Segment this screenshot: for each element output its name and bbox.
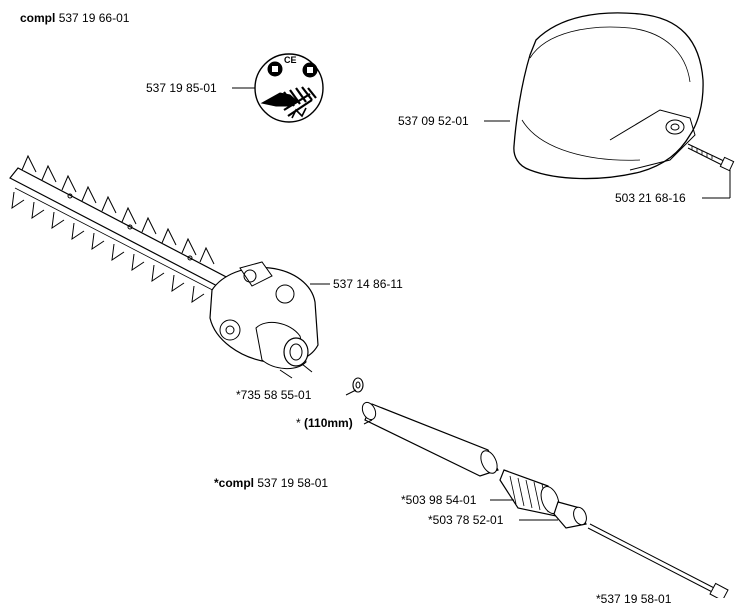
label-drive-shaft: *537 19 58-01: [596, 592, 672, 606]
label-bushing: *503 98 54-01: [401, 493, 477, 507]
washer: [352, 377, 364, 393]
book-icon: [267, 61, 283, 77]
leader-lines: [232, 87, 731, 521]
decal: [254, 53, 324, 123]
drive-shaft: [587, 523, 729, 598]
label-guard: 537 09 52-01: [398, 114, 469, 128]
screw: [687, 143, 735, 172]
shaft-tube-prefix: *: [296, 416, 301, 430]
sleeve: [553, 501, 587, 529]
label-screw: 503 21 68-16: [615, 191, 686, 205]
assembly-header: compl 537 19 66-01: [20, 11, 129, 25]
bushing: [499, 469, 560, 517]
shaft-tube: [361, 401, 499, 477]
assembly-part-number: 537 19 66-01: [58, 11, 130, 25]
label-sleeve: *503 78 52-01: [428, 513, 504, 527]
sub-assembly-header: *compl 537 19 58-01: [214, 476, 328, 490]
label-washer: *735 58 55-01: [236, 388, 312, 402]
hand-warning-icon: [260, 86, 317, 119]
hedge-blade: [9, 154, 233, 304]
assembly-prefix: compl: [20, 11, 56, 25]
shaft-tube-length: (110mm): [304, 416, 353, 430]
label-decal: 537 19 85-01: [146, 81, 217, 95]
ear-protection-icon: [302, 62, 318, 78]
guard-cover: [513, 12, 704, 180]
label-shaft-tube: * (110mm): [296, 416, 353, 430]
sub-assembly-prefix: *compl: [214, 476, 255, 490]
sub-assembly-part-number: 537 19 58-01: [257, 476, 329, 490]
gearbox: [209, 261, 319, 379]
ce-mark: CE: [284, 55, 297, 65]
label-gearbox: 537 14 86-11: [333, 277, 403, 291]
